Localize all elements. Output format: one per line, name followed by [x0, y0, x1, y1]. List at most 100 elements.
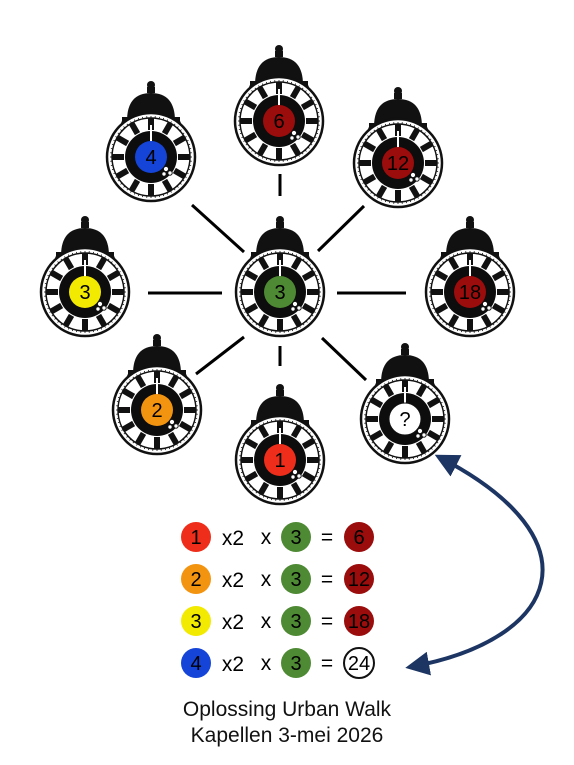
clock-numeral-mark [148, 118, 154, 130]
clock-minute-tick [248, 93, 251, 96]
connector-line [195, 335, 245, 376]
clock-minute-tick [117, 132, 120, 135]
clock-numeral-mark [46, 289, 58, 295]
clock-minute-tick [244, 439, 247, 441]
clock-numeral-mark [434, 269, 449, 282]
equation-operand-disc [181, 648, 211, 678]
clock-numeral-mark [276, 148, 282, 160]
clock-numeral-mark [290, 481, 303, 496]
clock-numeral-mark [62, 313, 75, 328]
clock-pivot [421, 432, 427, 438]
clock-minute-tick [312, 140, 315, 142]
equation-operand: 2 [190, 569, 201, 591]
clock-minute-tick [47, 274, 50, 277]
clock-minute-tick [258, 85, 260, 88]
clock-numeral-mark [415, 383, 428, 398]
clock-minute-tick [266, 420, 269, 424]
clock-minute-tick [302, 491, 305, 494]
clock-minute-tick [111, 168, 115, 171]
clock-numeral-mark [301, 269, 316, 282]
clock-minute-tick [441, 430, 445, 433]
clock-minute-tick [445, 258, 448, 261]
clock-finial-stem [394, 93, 402, 99]
clock-finial-stem [466, 222, 474, 228]
clock-minute-tick [367, 188, 370, 191]
clock-numeral-mark [289, 142, 302, 157]
clock-numeral-mark [426, 429, 441, 442]
clock-number-disc [382, 147, 414, 179]
clock-numeral-mark [95, 313, 108, 328]
clock-minute-tick [489, 325, 491, 328]
clock-minute-tick [481, 252, 484, 256]
answer-arrow [405, 454, 545, 676]
clock-minute-tick [266, 496, 269, 500]
equation-factor-disc [281, 522, 311, 552]
clock-center: 3 [234, 216, 326, 338]
clock-minute-tick [314, 136, 317, 139]
clock-minute-tick [417, 127, 419, 130]
clock-minute-tick [374, 391, 377, 394]
clock-numeral-mark [419, 140, 434, 153]
clock-minute-tick [452, 327, 455, 330]
clock-minute-tick [240, 278, 244, 281]
clock-minute-tick [374, 444, 377, 447]
clock-minute-tick [120, 274, 123, 277]
clock-minute-tick [456, 328, 459, 332]
clock-number-disc [388, 402, 422, 436]
clock-minute-tick [120, 182, 123, 185]
clock-minute-tick [313, 311, 316, 313]
clock-minute-tick [57, 320, 60, 323]
clock-pivot [416, 427, 424, 435]
clock-numeral-mark [432, 416, 444, 422]
clock-minute-tick [121, 278, 125, 281]
clock-finial-stem [147, 87, 155, 93]
clock-minute-tick [291, 328, 294, 332]
clock-minute-tick [367, 434, 370, 437]
clock-minute-tick [96, 252, 99, 256]
clock-minute-tick [262, 254, 265, 257]
caption-subtitle: Kapellen 3-mei 2026 [190, 724, 384, 747]
clock-numeral-mark [382, 383, 395, 398]
clock-minute-tick [118, 271, 121, 273]
clock-numeral-mark [167, 374, 180, 389]
clock-number-disc [263, 105, 295, 137]
clock-minute-tick [409, 199, 412, 203]
clock-numeral-mark [178, 387, 193, 400]
equation-result-disc [344, 564, 374, 594]
clock-numeral-mark [244, 437, 259, 450]
clock-minute-tick [244, 479, 247, 481]
clock-numeral-mark [402, 446, 408, 458]
clock-minute-tick [311, 482, 314, 485]
clock-pivot [409, 171, 417, 179]
clock-minute-tick [168, 370, 171, 374]
clock-numeral-mark [359, 160, 371, 166]
clock-numeral-mark [82, 253, 88, 265]
clock-numeral-mark [172, 134, 187, 147]
clock-minute-tick [413, 125, 416, 128]
clock-numeral-mark [244, 302, 259, 315]
clock-minute-tick [501, 267, 504, 270]
clock-numeral-mark [277, 421, 283, 433]
clock-minute-tick [438, 398, 441, 400]
clock-minute-tick [427, 450, 430, 453]
clock-minute-tick [430, 303, 434, 306]
clock-minute-tick [439, 264, 442, 267]
clock-minute-tick [139, 445, 142, 448]
clock-bottom-left: 2 [111, 334, 203, 456]
equation-multiplier: x2 [222, 611, 244, 634]
clock-minute-tick [252, 429, 255, 432]
clock-minute-tick [182, 132, 185, 135]
clock-minute-tick [136, 443, 138, 446]
clock-minute-tick [505, 274, 508, 277]
clock-minute-tick [104, 325, 106, 328]
clock-minute-tick [116, 314, 119, 317]
clock-minute-tick [495, 261, 498, 264]
equation-multiplier: x2 [222, 527, 244, 550]
clock-minute-tick [133, 192, 136, 195]
clock-minute-tick [308, 432, 311, 435]
